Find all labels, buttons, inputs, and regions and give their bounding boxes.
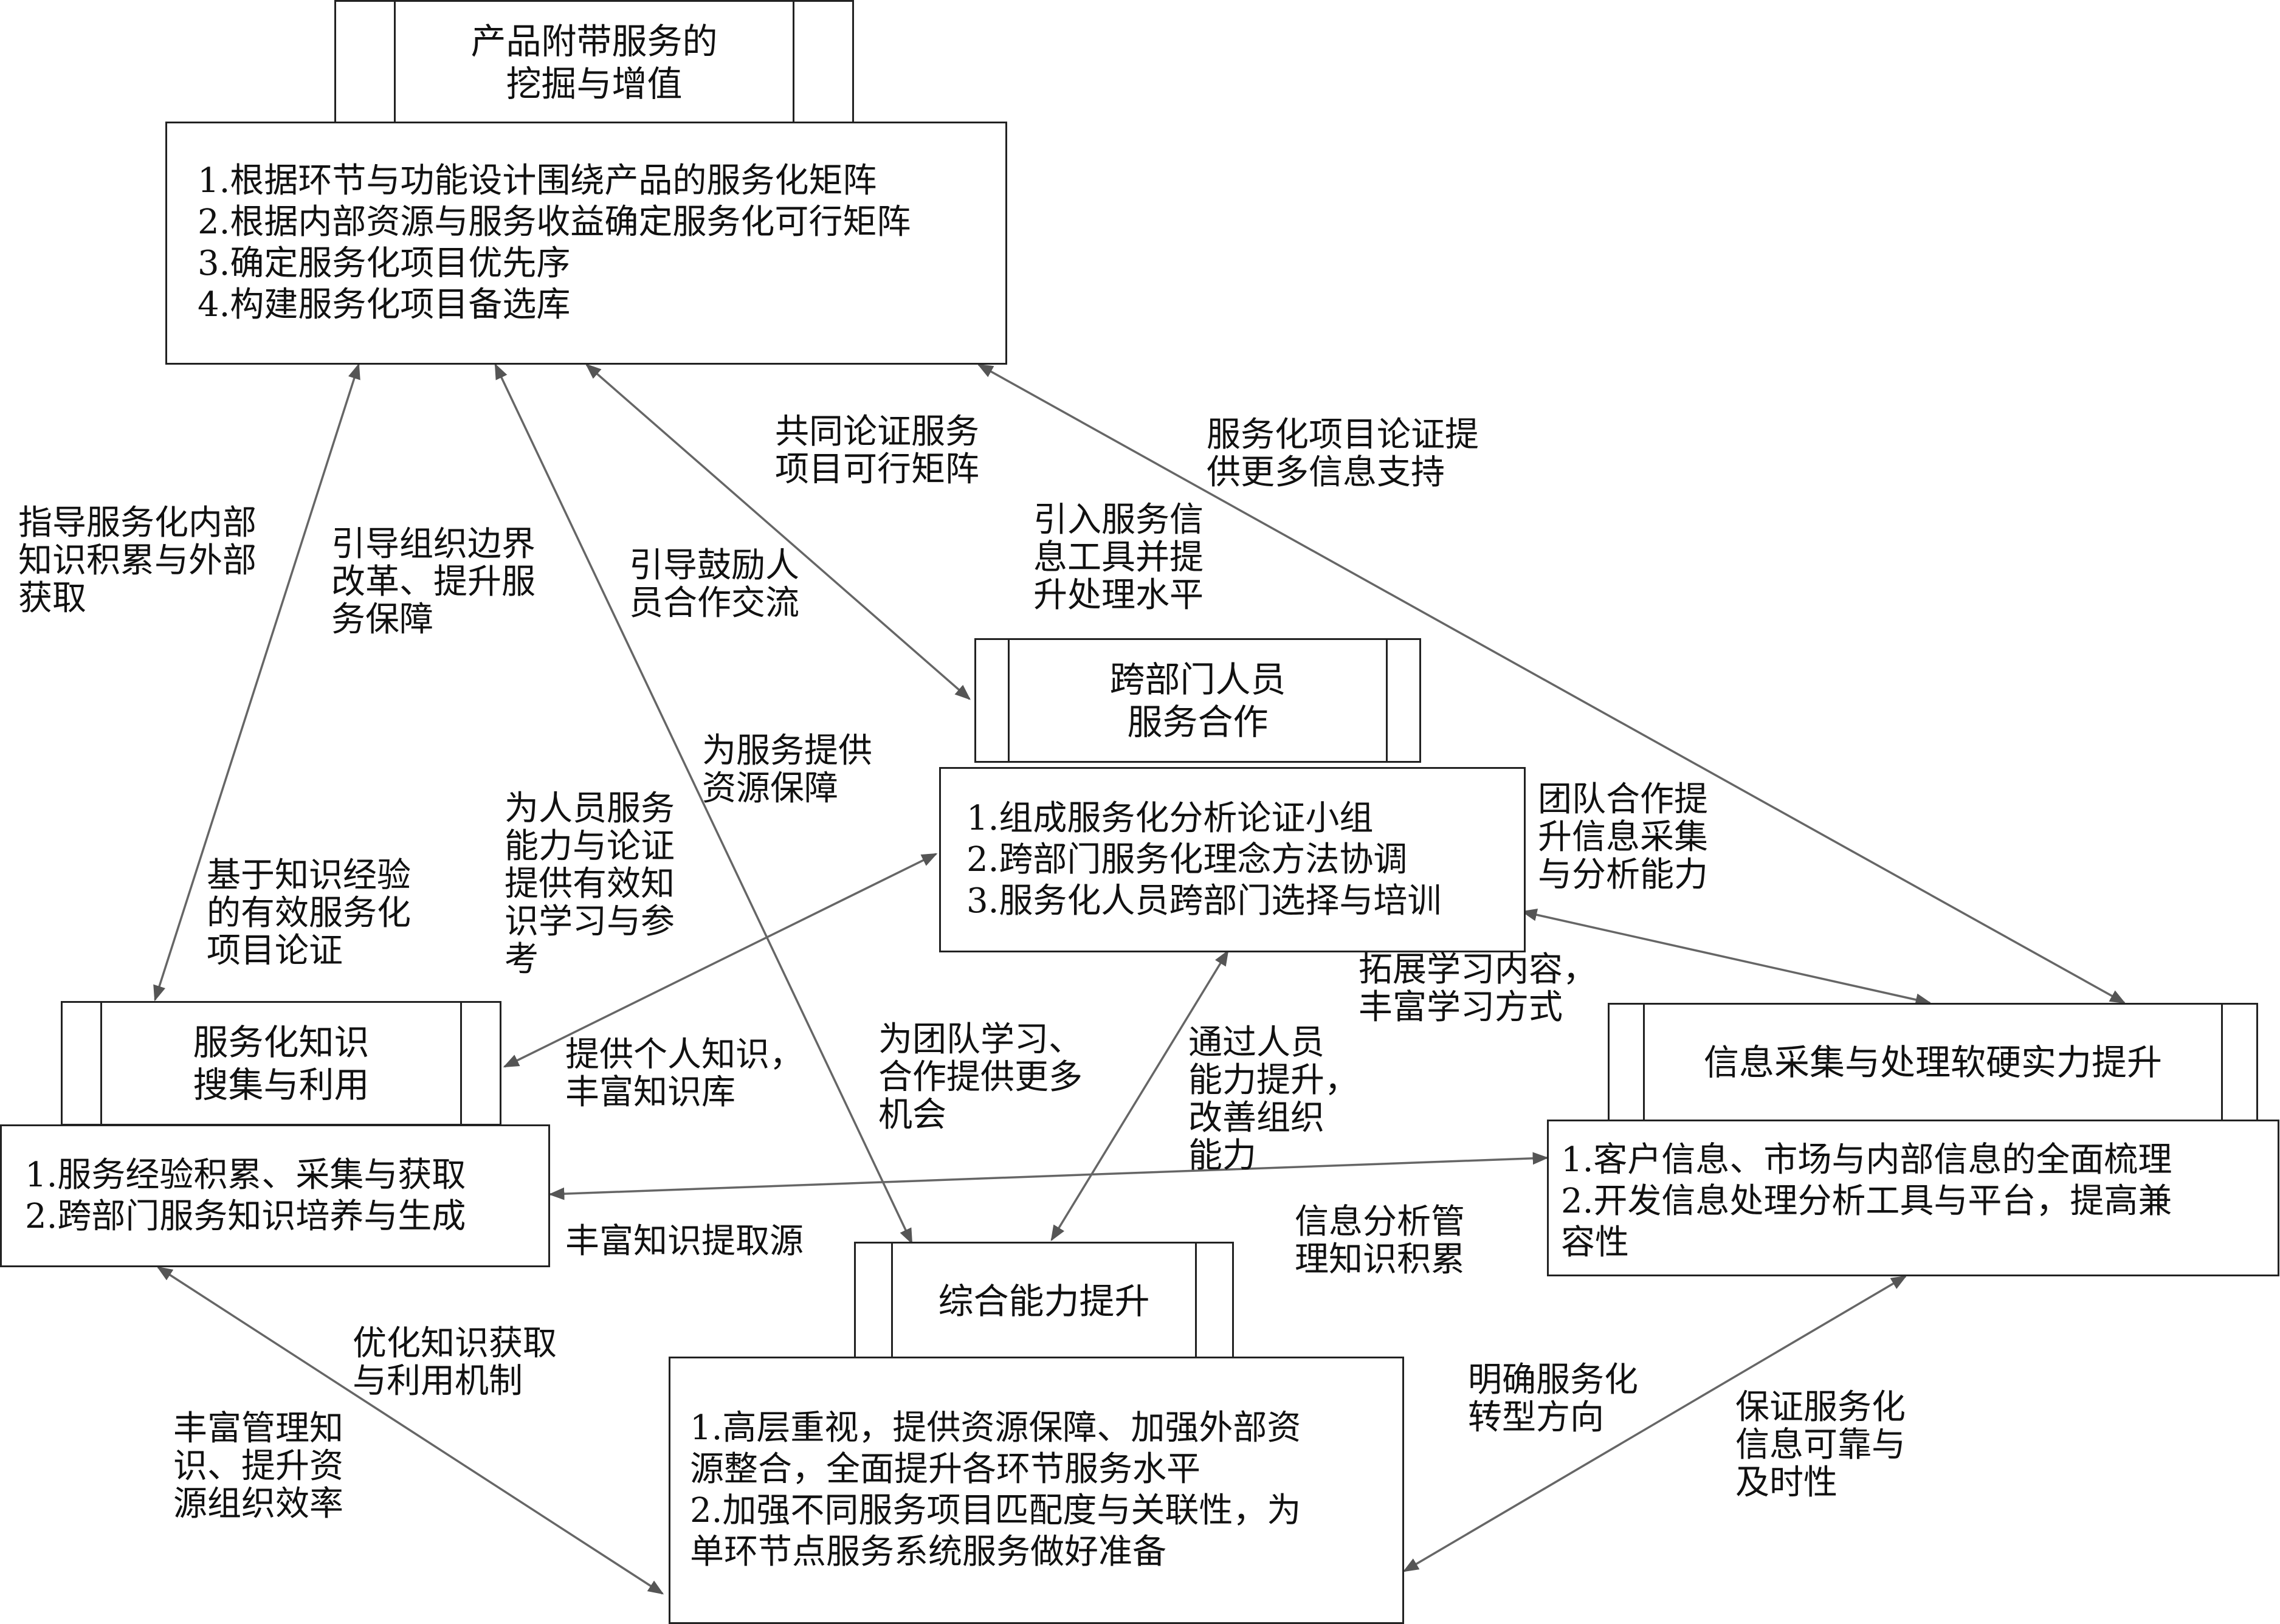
knowledge-item: 2.跨部门服务知识培养与生成 <box>25 1196 466 1236</box>
capability-content-box: 1.高层重视，提供资源保障、加强外部资 源整合，全面提升各环节服务水平 2.加强… <box>669 1357 1404 1624</box>
capability-title: 综合能力提升 <box>938 1280 1150 1322</box>
capability-item: 源整合，全面提升各环节服务水平 <box>690 1450 1200 1489</box>
capability-item: 1.高层重视，提供资源保障、加强外部资 <box>690 1408 1301 1448</box>
info-item: 1.客户信息、市场与内部信息的全面梳理 <box>1561 1140 2172 1180</box>
capability-item: 2.加强不同服务项目匹配度与关联性，为 <box>690 1491 1301 1530</box>
label-guide-knowledge: 指导服务化内部 知识积累与外部 获取 <box>18 503 257 618</box>
arrow-crossdept-knowledge <box>503 853 938 1068</box>
label-info-tools: 引入服务信 息工具并提 升处理水平 <box>1033 500 1204 615</box>
info-content-box: 1.客户信息、市场与内部信息的全面梳理 2.开发信息处理分析工具与平台，提高兼 … <box>1547 1120 2279 1276</box>
product-item: 4.构建服务化项目备选库 <box>198 285 571 325</box>
product-service-content-box: 1.根据环节与功能设计围绕产品的服务化矩阵 2.根据内部资源与服务收益确定服务化… <box>165 122 1007 365</box>
arrow-product-capability <box>494 363 913 1245</box>
label-improve-org-ability: 通过人员 能力提升， 改善组织 能力 <box>1188 1023 1359 1175</box>
cross-dept-item: 2.跨部门服务化理念方法协调 <box>966 839 1408 879</box>
label-team-info-ability: 团队合作提 升信息采集 与分析能力 <box>1538 780 1708 895</box>
label-transformation-direction: 明确服务化 转型方向 <box>1468 1360 1638 1437</box>
info-item: 2.开发信息处理分析工具与平台，提高兼 <box>1561 1182 2172 1221</box>
label-expand-learning: 拓展学习内容， 丰富学习方式 <box>1359 950 1597 1027</box>
product-service-title: 产品附带服务的 挖掘与增值 <box>470 20 718 105</box>
arrow-knowledge-info <box>548 1152 1549 1200</box>
arrow-product-knowledge <box>153 363 360 1002</box>
label-info-reliability: 保证服务化 信息可靠与 及时性 <box>1735 1388 1906 1502</box>
product-item: 2.根据内部资源与服务收益确定服务化可行矩阵 <box>198 202 911 242</box>
label-personal-knowledge: 提供个人知识， 丰富知识库 <box>565 1035 804 1112</box>
label-team-learning: 为团队学习、 合作提供更多 机会 <box>878 1020 1083 1135</box>
arrow-knowledge-capability <box>156 1266 664 1595</box>
label-knowledge-sources: 丰富知识提取源 <box>565 1222 804 1261</box>
cross-dept-item: 1.组成服务化分析论证小组 <box>966 798 1374 838</box>
product-item: 1.根据环节与功能设计围绕产品的服务化矩阵 <box>198 161 877 201</box>
label-knowledge-based-validation: 基于知识经验 的有效服务化 项目论证 <box>207 856 411 971</box>
arrow-product-crossdept <box>585 363 971 700</box>
label-management-knowledge: 丰富管理知 识、提升资 源组织效率 <box>173 1409 343 1524</box>
label-encourage-cooperation: 引导鼓励人 员合作交流 <box>629 546 799 623</box>
label-info-support: 服务化项目论证提 供更多信息支持 <box>1207 415 1479 492</box>
product-item: 3.确定服务化项目优先序 <box>198 244 571 283</box>
label-guide-org-reform: 引导组织边界 改革、提升服 务保障 <box>331 525 536 639</box>
cross-dept-item: 3.服务化人员跨部门选择与培训 <box>966 881 1442 921</box>
label-info-analysis: 信息分析管 理知识积累 <box>1295 1202 1465 1279</box>
info-title-box: 信息采集与处理软硬实力提升 <box>1608 1003 2258 1121</box>
info-item: 容性 <box>1561 1223 1629 1262</box>
cross-dept-content-box: 1.组成服务化分析论证小组 2.跨部门服务化理念方法协调 3.服务化人员跨部门选… <box>939 767 1526 952</box>
arrow-product-info <box>977 363 2126 1004</box>
label-personnel-learning: 为人员服务 能力与论证 提供有效知 识学习与参 考 <box>505 789 675 979</box>
label-resource-support: 为服务提供 资源保障 <box>702 731 872 808</box>
label-joint-validation: 共同论证服务 项目可行矩阵 <box>775 412 979 489</box>
knowledge-content-box: 1.服务经验积累、采集与获取 2.跨部门服务知识培养与生成 <box>0 1124 550 1267</box>
capability-title-box: 综合能力提升 <box>854 1242 1234 1360</box>
knowledge-title: 服务化知识 搜集与利用 <box>193 1021 370 1106</box>
label-optimize-mechanism: 优化知识获取 与利用机制 <box>353 1324 557 1401</box>
product-service-title-box: 产品附带服务的 挖掘与增值 <box>334 0 854 125</box>
cross-dept-title: 跨部门人员 服务合作 <box>1109 658 1286 743</box>
knowledge-item: 1.服务经验积累、采集与获取 <box>25 1155 466 1195</box>
capability-item: 单环节点服务系统服务做好准备 <box>690 1532 1166 1572</box>
arrow-capability-info <box>1402 1275 1907 1572</box>
knowledge-title-box: 服务化知识 搜集与利用 <box>61 1001 501 1126</box>
arrow-crossdept-info <box>1521 908 1932 1006</box>
info-title: 信息采集与处理软硬实力提升 <box>1703 1041 2162 1083</box>
cross-dept-title-box: 跨部门人员 服务合作 <box>974 638 1421 763</box>
